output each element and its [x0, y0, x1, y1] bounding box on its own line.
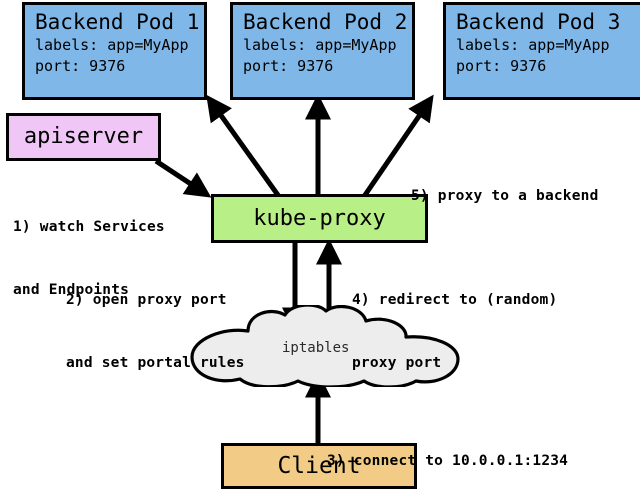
annotation-step-4: 4) redirect to (random) proxy port	[352, 248, 557, 416]
annotation-step-4-line-2: proxy port	[352, 355, 442, 371]
pod-1-title: Backend Pod 1	[35, 10, 200, 34]
edge-kubeproxy-to-pod1	[206, 94, 283, 200]
pod-3-port: port: 9376	[456, 57, 547, 75]
annotation-step-2-line-2: and set portal rules	[66, 355, 245, 371]
annotation-step-1: 1) watch Services and Endpoints	[13, 175, 165, 343]
annotation-step-5: 5) proxy to a backend	[411, 144, 599, 249]
annotation-step-1-line-2: and Endpoints	[13, 282, 130, 298]
iptables-label: iptables	[282, 340, 350, 356]
annotation-step-3-line-1: 3) connect to 10.0.0.1:1234	[327, 453, 569, 469]
annotation-step-3: 3) connect to 10.0.0.1:1234	[327, 409, 568, 494]
annotation-step-1-line-1: 1) watch Services	[13, 219, 165, 235]
client-label: Client	[277, 453, 361, 479]
node-client[interactable]: Client	[221, 443, 417, 489]
annotation-step-2: 2) open proxy port and set portal rules	[66, 248, 245, 416]
annotation-step-2-line-1: 2) open proxy port	[66, 292, 227, 308]
edge-apiserver-to-kubeproxy	[154, 158, 212, 198]
pod-2-labels: labels: app=MyApp	[243, 36, 397, 54]
pod-2-port: port: 9376	[243, 57, 334, 75]
pod-1-port: port: 9376	[35, 57, 126, 75]
node-backend-pod-3[interactable]: Backend Pod 3 labels: app=MyApp port: 93…	[443, 2, 640, 100]
node-kube-proxy[interactable]: kube-proxy	[211, 194, 428, 243]
pod-3-labels: labels: app=MyApp	[456, 36, 610, 54]
edge-kubeproxy-to-pod3	[360, 94, 434, 200]
node-apiserver[interactable]: apiserver	[6, 113, 161, 161]
kube-proxy-label: kube-proxy	[253, 205, 386, 231]
node-backend-pod-2[interactable]: Backend Pod 2 labels: app=MyApp port: 93…	[230, 2, 415, 100]
pod-3-title: Backend Pod 3	[456, 10, 621, 34]
node-backend-pod-1[interactable]: Backend Pod 1 labels: app=MyApp port: 93…	[22, 2, 207, 100]
pod-2-title: Backend Pod 2	[243, 10, 408, 34]
pod-1-labels: labels: app=MyApp	[35, 36, 189, 54]
annotation-step-5-line-1: 5) proxy to a backend	[411, 188, 599, 204]
apiserver-label: apiserver	[23, 124, 144, 149]
node-iptables-cloud[interactable]: iptables	[186, 303, 466, 389]
annotation-step-4-line-1: 4) redirect to (random)	[352, 292, 558, 308]
